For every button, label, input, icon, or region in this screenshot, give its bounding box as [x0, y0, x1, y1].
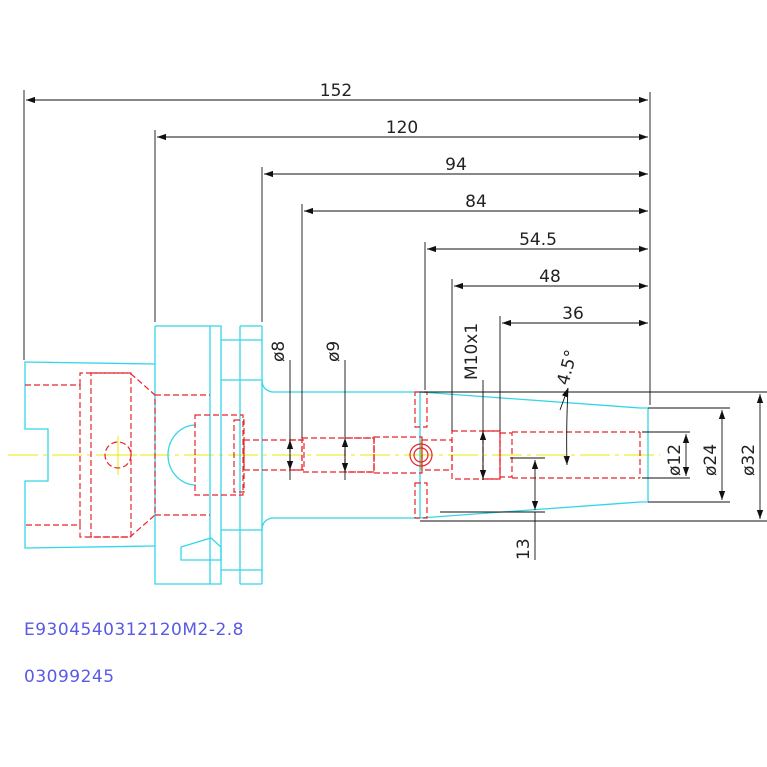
dim-120: 120 [386, 118, 418, 138]
centerline [8, 436, 660, 475]
dim-36: 36 [562, 304, 584, 324]
dim-thread: M10x1 [462, 323, 482, 380]
dim-84: 84 [465, 192, 487, 212]
dim-94: 94 [445, 155, 467, 175]
dim-phi12: ø12 [665, 444, 685, 476]
dim-taper-angle: 4.5° [554, 348, 583, 388]
dim-phi9: ø9 [324, 341, 344, 362]
dim-phi32: ø32 [739, 444, 759, 476]
dim-phi24: ø24 [701, 444, 721, 476]
dimension-labels: 152 120 94 84 54.5 48 36 ø8 ø9 M10x1 4.5… [269, 81, 759, 560]
dim-13: 13 [514, 538, 534, 560]
dim-152: 152 [320, 81, 352, 101]
hidden-lines [25, 372, 641, 538]
dim-48: 48 [539, 267, 561, 287]
dim-phi8: ø8 [269, 341, 289, 362]
dimension-lines [23, 90, 767, 560]
order-number: 03099245 [24, 667, 115, 687]
dim-54-5: 54.5 [519, 230, 557, 250]
part-number: E9304540312120M2-2.8 [24, 620, 245, 640]
